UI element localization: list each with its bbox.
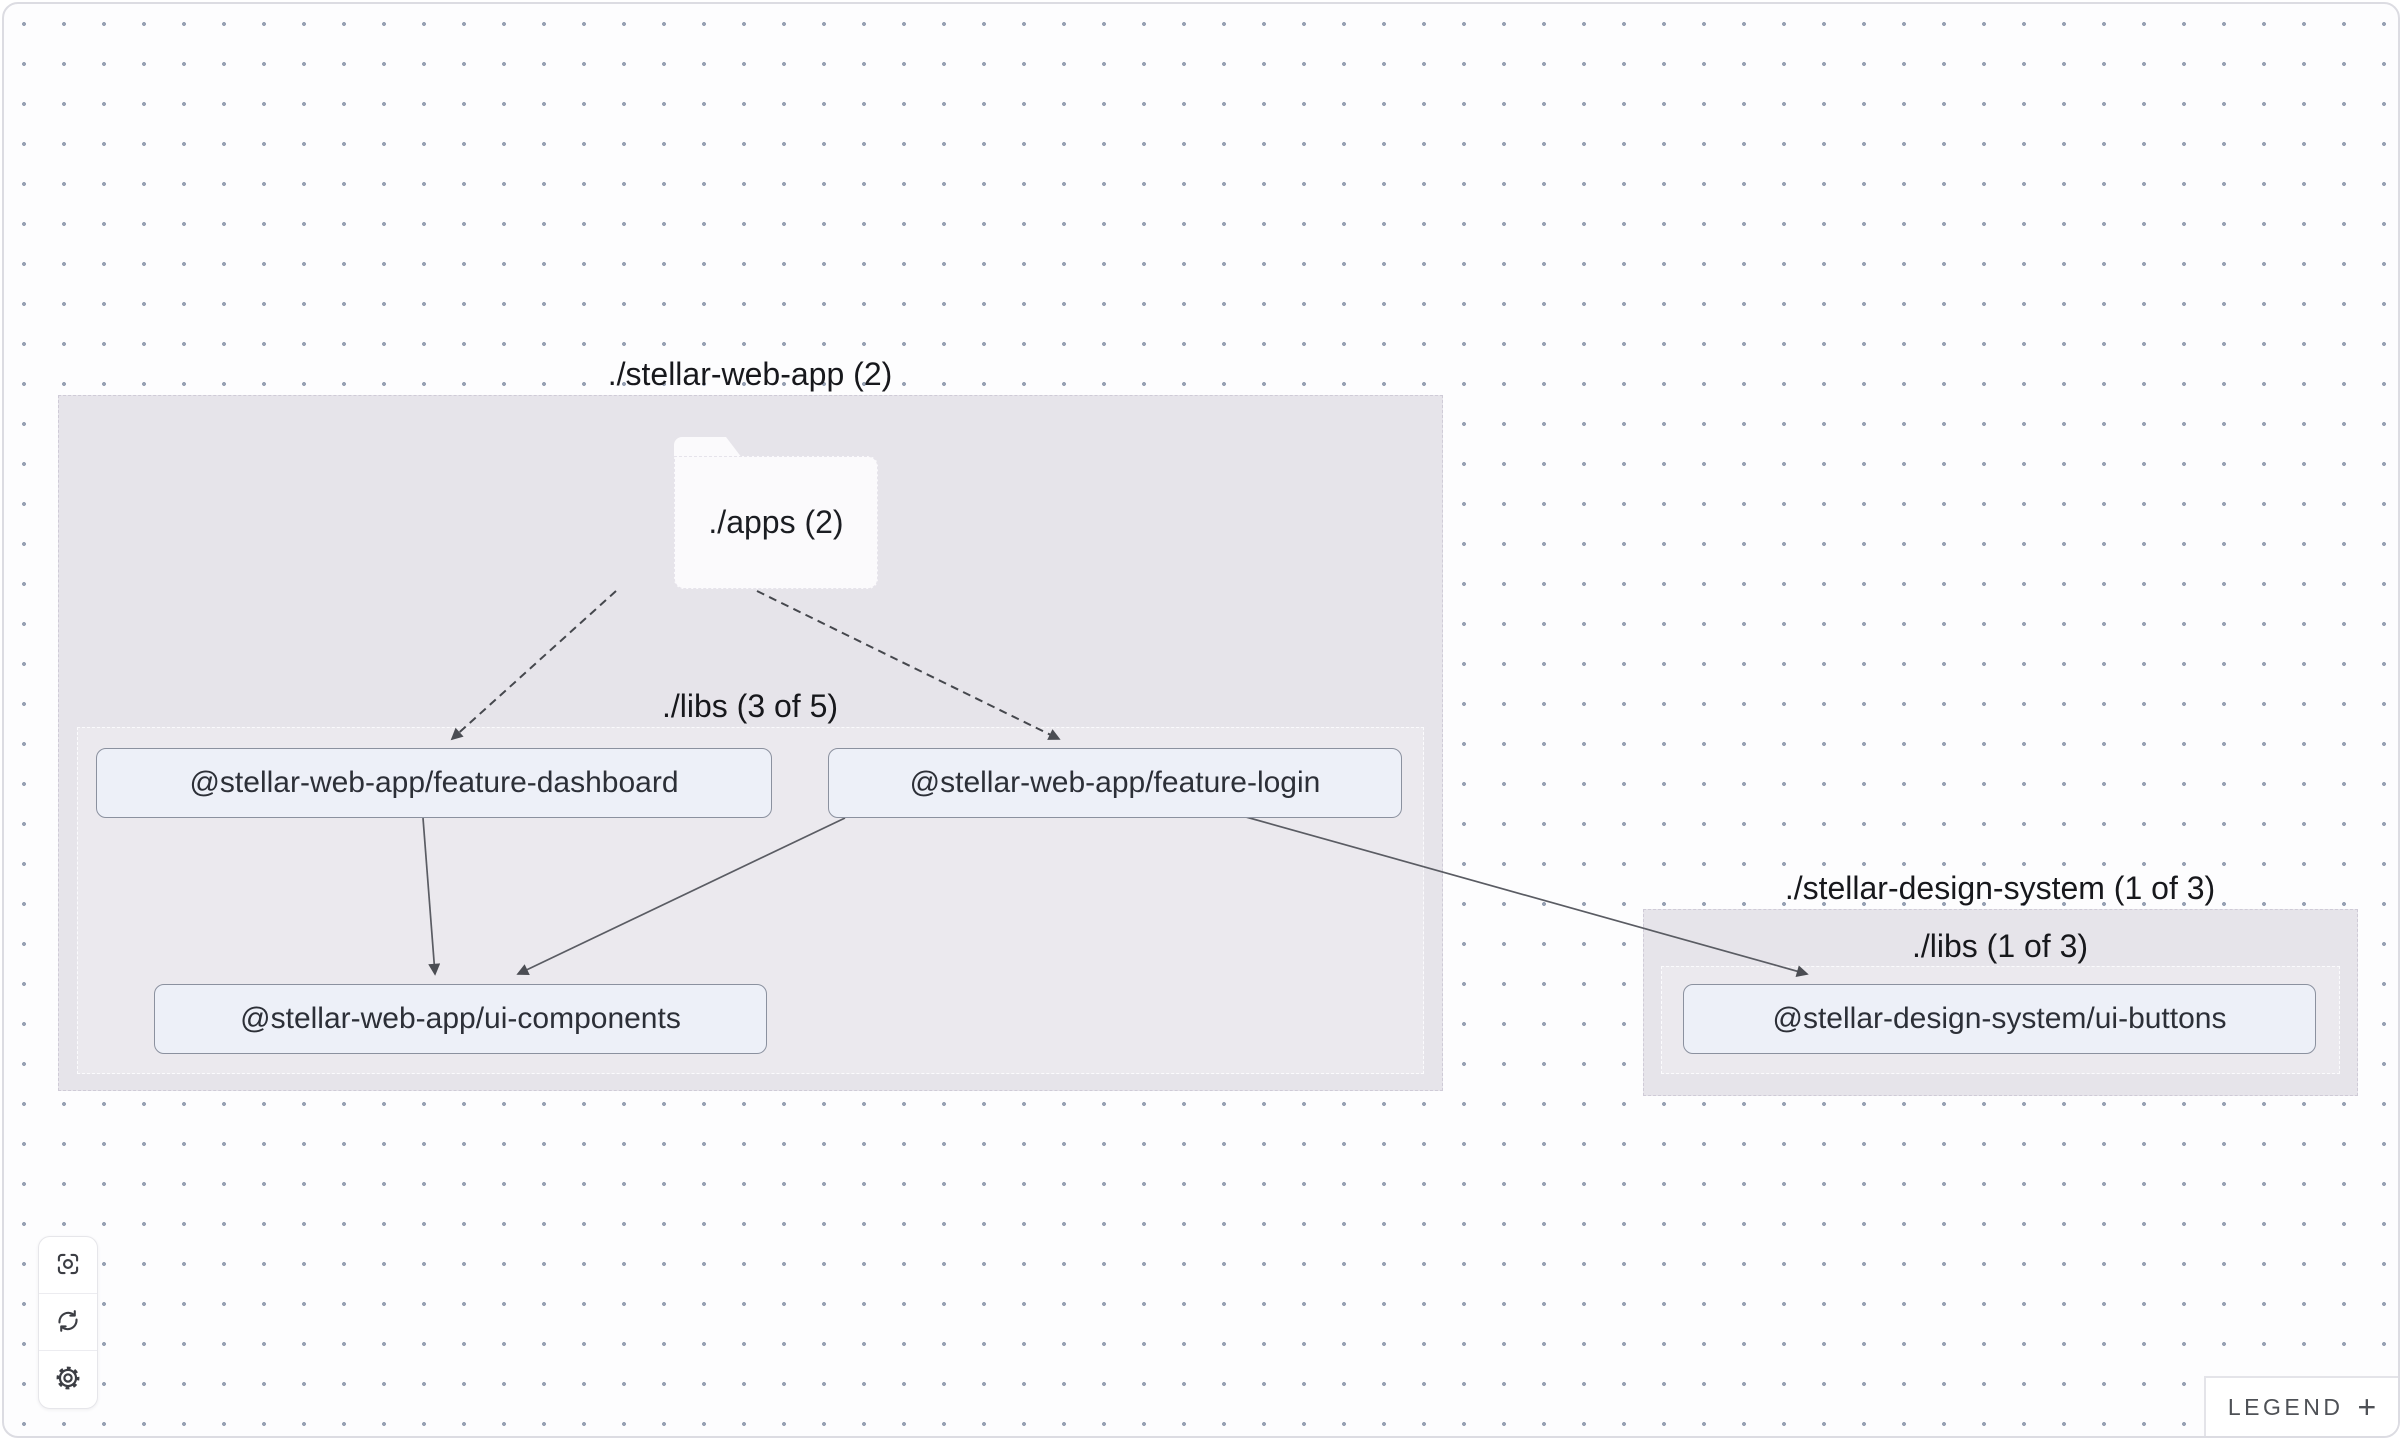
group-label-stellar-web-app: ./stellar-web-app (2): [607, 356, 893, 392]
group-label-stellar-design-system-libs: ./libs (1 of 3): [1911, 928, 2089, 964]
folder-node-apps-label: ./apps (2): [708, 504, 844, 540]
node-feature-login[interactable]: @stellar-web-app/feature-login: [828, 748, 1402, 818]
node-ui-buttons[interactable]: @stellar-design-system/ui-buttons: [1683, 984, 2316, 1054]
node-ui-components-label: @stellar-web-app/ui-components: [240, 1002, 681, 1035]
focus-button[interactable]: [39, 1237, 97, 1294]
canvas-toolbar: [38, 1236, 98, 1409]
plus-icon: +: [2357, 1389, 2377, 1425]
legend-label: LEGEND: [2227, 1393, 2344, 1420]
refresh-button[interactable]: [39, 1294, 97, 1351]
settings-icon: [54, 1364, 82, 1395]
settings-button[interactable]: [39, 1351, 97, 1408]
group-label-stellar-web-app-libs: ./libs (3 of 5): [661, 688, 839, 724]
focus-icon: [54, 1250, 82, 1281]
node-ui-components[interactable]: @stellar-web-app/ui-components: [154, 984, 767, 1054]
group-label-stellar-design-system: ./stellar-design-system (1 of 3): [1784, 870, 2216, 906]
node-ui-buttons-label: @stellar-design-system/ui-buttons: [1772, 1002, 2227, 1035]
folder-node-apps-tab: [674, 437, 742, 458]
node-feature-dashboard-label: @stellar-web-app/feature-dashboard: [189, 766, 679, 799]
legend-toggle[interactable]: LEGEND +: [2204, 1376, 2398, 1436]
refresh-icon: [54, 1307, 82, 1338]
folder-node-apps[interactable]: ./apps (2): [674, 456, 878, 589]
node-feature-dashboard[interactable]: @stellar-web-app/feature-dashboard: [96, 748, 772, 818]
node-feature-login-label: @stellar-web-app/feature-login: [909, 766, 1321, 799]
